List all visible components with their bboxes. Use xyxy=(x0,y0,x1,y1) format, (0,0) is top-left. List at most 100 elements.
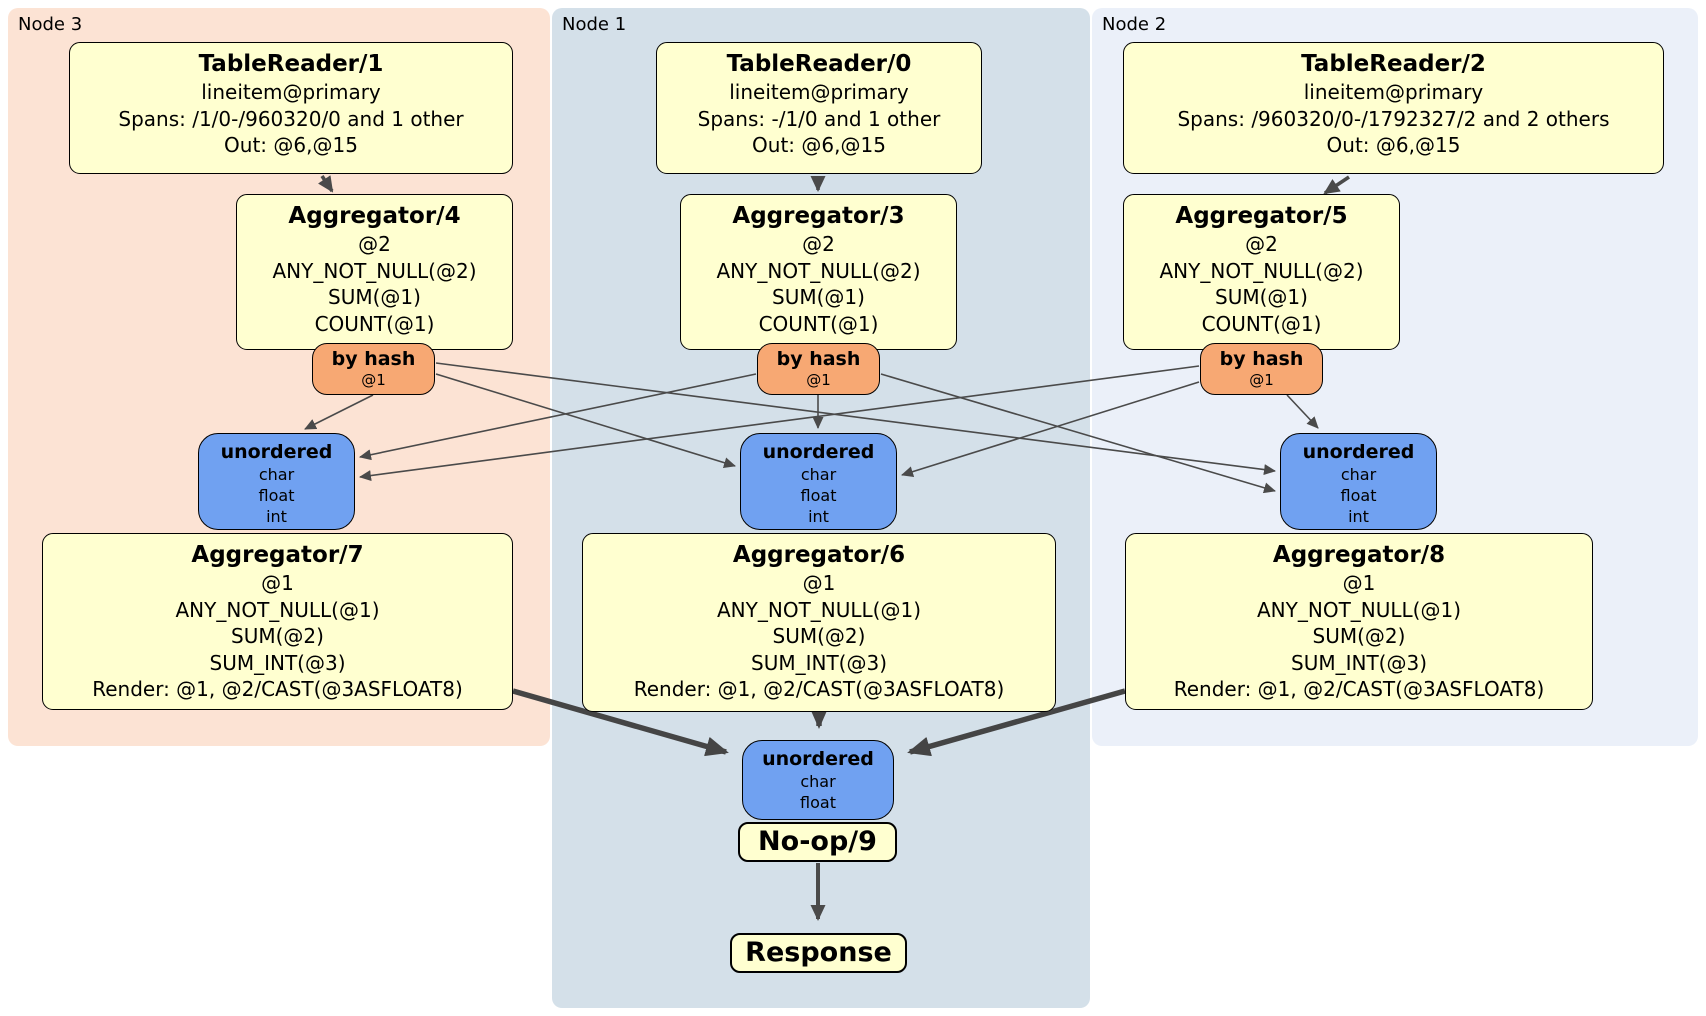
op-line: Spans: /1/0-/960320/0 and 1 other xyxy=(118,106,464,131)
op-aggregator-7: Aggregator/7 @1 ANY_NOT_NULL(@1) SUM(@2)… xyxy=(42,533,513,710)
sync-unordered-node2: unordered char float int xyxy=(1280,433,1437,530)
edge-hash2-sync2 xyxy=(1286,394,1319,429)
sync-title: unordered xyxy=(762,748,874,770)
op-title: Aggregator/8 xyxy=(1272,542,1446,568)
region-node3-label: Node 3 xyxy=(18,14,83,35)
op-aggregator-3: Aggregator/3 @2 ANY_NOT_NULL(@2) SUM(@1)… xyxy=(680,194,957,350)
router-title: by hash xyxy=(331,348,416,370)
edge-tr2-agg5 xyxy=(1323,175,1350,195)
op-line: ANY_NOT_NULL(@2) xyxy=(1159,258,1364,283)
op-line: Out: @6,@15 xyxy=(752,133,886,157)
edge-hash1-sync3 xyxy=(359,373,757,461)
sync-line: float xyxy=(800,793,836,812)
sync-title: unordered xyxy=(762,441,875,463)
op-line: ANY_NOT_NULL(@2) xyxy=(272,258,477,283)
sync-line: int xyxy=(266,507,287,526)
op-line: @1 xyxy=(261,571,294,595)
op-noop-9: No-op/9 xyxy=(738,822,897,862)
op-title: Aggregator/4 xyxy=(288,203,461,229)
op-line: Render: @1, @2/CAST(@3ASFLOAT8) xyxy=(1173,677,1545,701)
op-line: @1 xyxy=(1342,571,1376,595)
op-aggregator-8: Aggregator/8 @1 ANY_NOT_NULL(@1) SUM(@2)… xyxy=(1125,533,1593,710)
router-by-hash-node3: by hash @1 xyxy=(312,343,435,395)
sync-line: char xyxy=(1340,465,1377,484)
op-tablereader-1: TableReader/1 lineitem@primary Spans: /1… xyxy=(69,42,513,174)
op-title: No-op/9 xyxy=(758,826,877,857)
op-aggregator-5: Aggregator/5 @2 ANY_NOT_NULL(@2) SUM(@1)… xyxy=(1123,194,1400,350)
op-title: Aggregator/6 xyxy=(732,542,906,568)
sync-line: int xyxy=(808,507,829,526)
op-response: Response xyxy=(730,933,907,973)
sync-line: char xyxy=(800,465,837,484)
op-title: Response xyxy=(745,937,892,968)
op-line: SUM(@2) xyxy=(772,624,866,648)
edge-hash2-sync1 xyxy=(901,381,1200,477)
op-line: COUNT(@1) xyxy=(1201,311,1322,336)
router-title: by hash xyxy=(1219,348,1304,370)
op-line: SUM_INT(@3) xyxy=(751,650,887,675)
op-title: Aggregator/3 xyxy=(732,203,905,229)
op-line: SUM(@1) xyxy=(328,285,421,309)
router-sub: @1 xyxy=(806,371,831,389)
op-tablereader-0: TableReader/0 lineitem@primary Spans: -/… xyxy=(656,42,982,174)
sync-title: unordered xyxy=(220,441,333,463)
op-line: Spans: -/1/0 and 1 other xyxy=(697,106,941,131)
op-aggregator-6: Aggregator/6 @1 ANY_NOT_NULL(@1) SUM(@2)… xyxy=(582,533,1056,712)
edge-hash3-sync1 xyxy=(435,373,736,469)
op-line: @2 xyxy=(802,232,835,256)
sync-line: float xyxy=(1340,486,1377,505)
edge-hash1-sync2 xyxy=(880,373,1276,494)
sync-unordered-node3: unordered char float int xyxy=(198,433,355,530)
op-line: SUM(@2) xyxy=(1312,624,1406,648)
op-line: SUM(@1) xyxy=(1215,285,1308,309)
sync-title: unordered xyxy=(1302,441,1415,463)
op-line: COUNT(@1) xyxy=(314,311,435,336)
router-sub: @1 xyxy=(1249,371,1274,389)
op-line: ANY_NOT_NULL(@1) xyxy=(175,597,380,622)
edge-agg7-finalsync xyxy=(512,688,729,757)
op-line: @2 xyxy=(358,232,391,256)
sync-line: char xyxy=(800,772,836,791)
op-line: Out: @6,@15 xyxy=(1326,133,1461,157)
edge-hash3-sync3 xyxy=(304,394,374,430)
router-by-hash-node2: by hash @1 xyxy=(1200,343,1323,395)
router-title: by hash xyxy=(776,348,861,370)
region-node1-label: Node 1 xyxy=(562,14,627,35)
op-tablereader-2: TableReader/2 lineitem@primary Spans: /9… xyxy=(1123,42,1664,174)
op-line: Render: @1, @2/CAST(@3ASFLOAT8) xyxy=(633,677,1005,701)
op-line: SUM_INT(@3) xyxy=(1291,650,1427,675)
op-line: ANY_NOT_NULL(@1) xyxy=(717,597,921,622)
sync-line: float xyxy=(258,486,295,505)
op-title: TableReader/1 xyxy=(198,51,384,77)
sync-unordered-node1: unordered char float int xyxy=(740,433,897,530)
sync-unordered-final: unordered char float xyxy=(742,740,894,820)
op-title: Aggregator/5 xyxy=(1175,203,1348,229)
op-line: ANY_NOT_NULL(@1) xyxy=(1257,597,1461,622)
edge-hash3-sync2 xyxy=(435,362,1276,476)
region-node2-label: Node 2 xyxy=(1102,14,1167,35)
sync-line: float xyxy=(800,486,837,505)
sync-line: int xyxy=(1348,507,1369,526)
edge-hash2-sync3 xyxy=(359,365,1200,482)
op-line: SUM(@1) xyxy=(772,285,865,309)
op-title: Aggregator/7 xyxy=(191,542,364,568)
op-line: Render: @1, @2/CAST(@3ASFLOAT8) xyxy=(92,677,463,701)
op-line: @2 xyxy=(1245,232,1278,256)
op-line: lineitem@primary xyxy=(1303,80,1484,104)
op-line: Out: @6,@15 xyxy=(224,133,358,157)
op-line: SUM(@2) xyxy=(231,624,324,648)
edge-agg8-finalsync xyxy=(907,688,1126,757)
op-title: TableReader/0 xyxy=(726,51,912,77)
sync-line: char xyxy=(258,465,295,484)
op-line: Spans: /960320/0-/1792327/2 and 2 others xyxy=(1177,106,1610,131)
router-by-hash-node1: by hash @1 xyxy=(757,343,880,395)
op-line: ANY_NOT_NULL(@2) xyxy=(716,258,921,283)
op-line: COUNT(@1) xyxy=(758,311,879,336)
op-line: @1 xyxy=(802,571,836,595)
op-line: SUM_INT(@3) xyxy=(209,650,346,675)
op-aggregator-4: Aggregator/4 @2 ANY_NOT_NULL(@2) SUM(@1)… xyxy=(236,194,513,350)
op-line: lineitem@primary xyxy=(729,80,909,104)
op-line: lineitem@primary xyxy=(201,80,381,104)
